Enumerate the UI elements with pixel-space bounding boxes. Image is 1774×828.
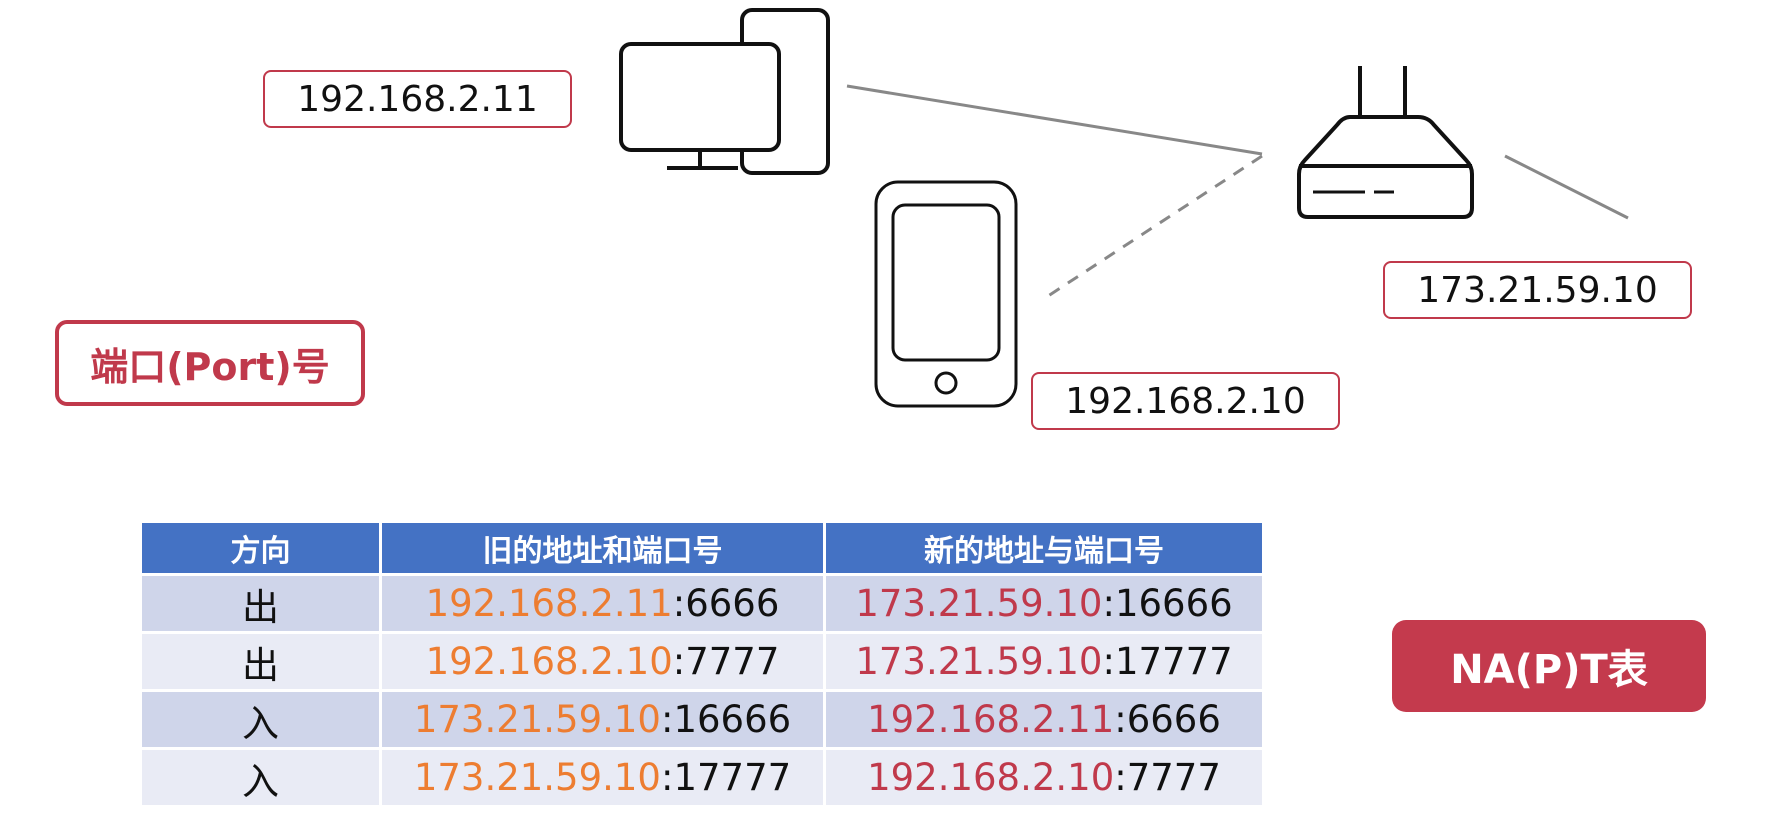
direction-cell: 入 [139, 689, 382, 750]
table-row: 入 173.21.59.10:16666 192.168.2.11:6666 [139, 689, 1265, 750]
new-address-cell: 173.21.59.10:17777 [823, 631, 1265, 692]
old-port: :16666 [660, 698, 792, 741]
old-port: :6666 [672, 582, 780, 625]
desktop-pc-icon [619, 8, 830, 175]
new-address-cell: 173.21.59.10:16666 [823, 573, 1265, 634]
new-port: :6666 [1114, 698, 1221, 741]
new-ip: 173.21.59.10 [855, 582, 1103, 625]
new-ip: 192.168.2.11 [867, 698, 1115, 741]
phone-ip-label: 192.168.2.10 [1031, 372, 1340, 430]
new-address-cell: 192.168.2.10:7777 [823, 747, 1265, 808]
direction-cell: 入 [139, 747, 382, 808]
new-port: :17777 [1102, 640, 1233, 683]
old-ip: 192.168.2.11 [425, 582, 673, 625]
phone-router-link [1041, 154, 1263, 302]
header-direction: 方向 [139, 520, 382, 576]
old-port: :7777 [672, 640, 780, 683]
napt-table: 方向 旧的地址和端口号 新的地址与端口号 出 192.168.2.11:6666… [139, 520, 1265, 808]
table-header-row: 方向 旧的地址和端口号 新的地址与端口号 [139, 520, 1265, 576]
direction-cell: 出 [139, 573, 382, 634]
table-row: 入 173.21.59.10:17777 192.168.2.10:7777 [139, 747, 1265, 808]
router-ip-label: 173.21.59.10 [1383, 261, 1692, 319]
direction-cell: 出 [139, 631, 382, 692]
table-row: 出 192.168.2.11:6666 173.21.59.10:16666 [139, 573, 1265, 634]
pc-ip-label: 192.168.2.11 [263, 70, 572, 128]
old-address-cell: 173.21.59.10:17777 [379, 747, 826, 808]
port-number-tag: 端口(Port)号 [55, 320, 365, 406]
old-address-cell: 173.21.59.10:16666 [379, 689, 826, 750]
pc-router-link [846, 84, 1263, 156]
header-new-address: 新的地址与端口号 [823, 520, 1265, 576]
new-port: :16666 [1102, 582, 1233, 625]
new-address-cell: 192.168.2.11:6666 [823, 689, 1265, 750]
old-port: :17777 [660, 756, 792, 799]
old-ip: 173.21.59.10 [413, 756, 661, 799]
old-ip: 173.21.59.10 [413, 698, 661, 741]
table-row: 出 192.168.2.10:7777 173.21.59.10:17777 [139, 631, 1265, 692]
old-ip: 192.168.2.10 [425, 640, 673, 683]
napt-table-tag: NA(P)T表 [1392, 620, 1706, 712]
router-internet-link [1504, 154, 1629, 220]
old-address-cell: 192.168.2.10:7777 [379, 631, 826, 692]
new-port: :7777 [1114, 756, 1221, 799]
old-address-cell: 192.168.2.11:6666 [379, 573, 826, 634]
router-icon [1297, 66, 1474, 219]
smartphone-icon [874, 180, 1018, 408]
header-old-address: 旧的地址和端口号 [379, 520, 826, 576]
new-ip: 173.21.59.10 [855, 640, 1103, 683]
new-ip: 192.168.2.10 [867, 756, 1115, 799]
